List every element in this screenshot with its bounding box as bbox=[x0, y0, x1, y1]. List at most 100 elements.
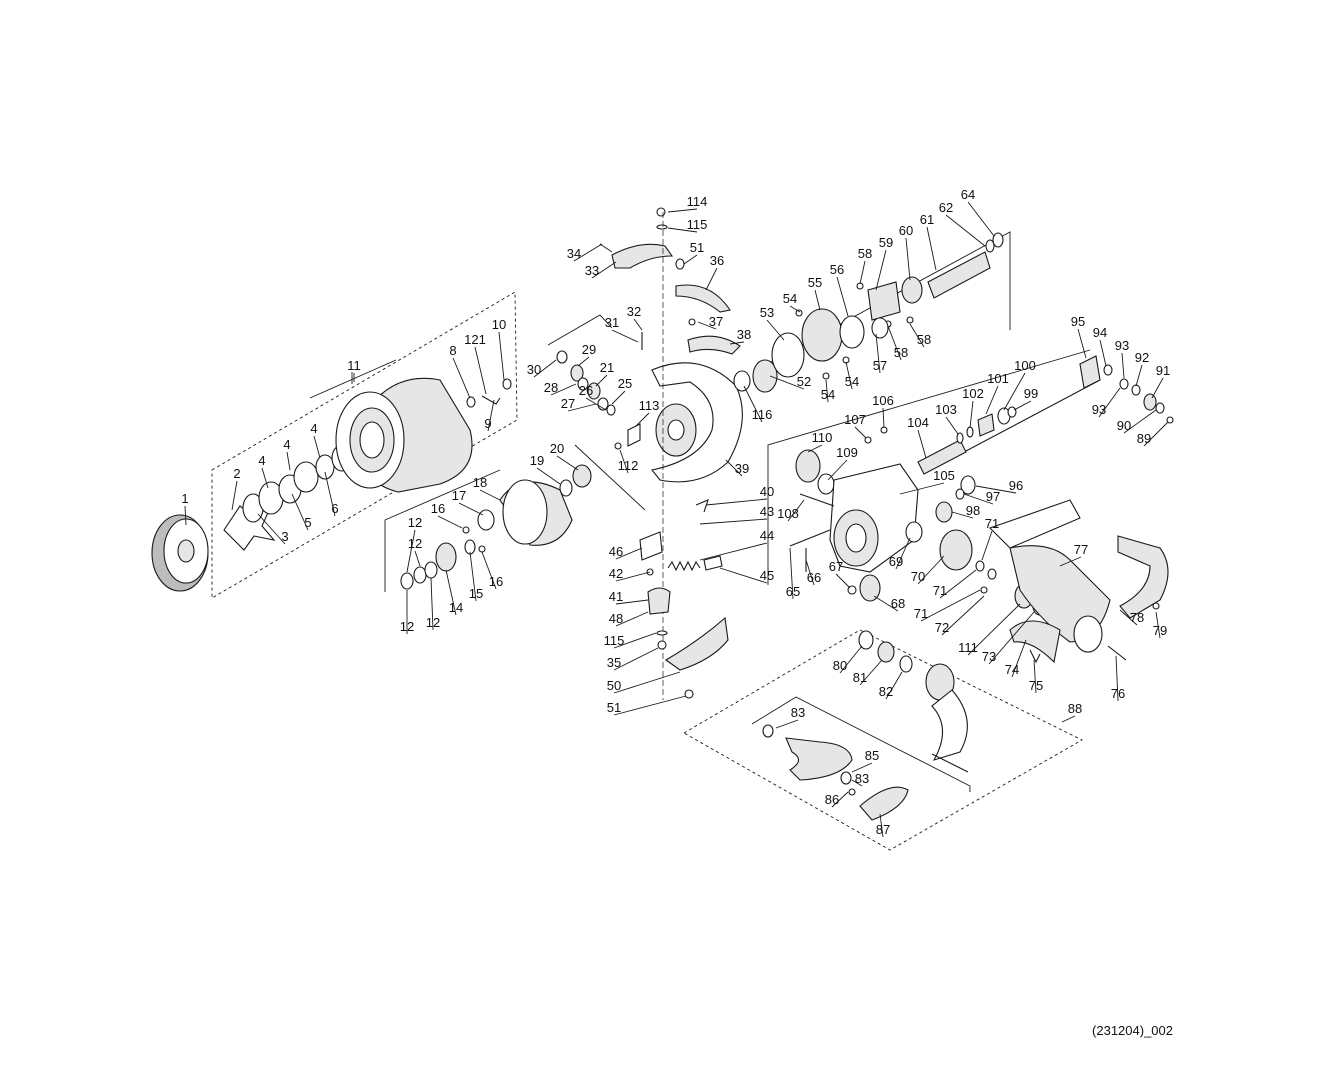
part-label-94: 94 bbox=[1093, 325, 1107, 340]
leader-line-74 bbox=[1011, 639, 1027, 678]
part-15-collar bbox=[464, 539, 476, 555]
part-103-washer bbox=[956, 432, 964, 444]
part-label-100: 100 bbox=[1014, 358, 1036, 373]
part-104-worm-shaft bbox=[917, 439, 967, 475]
leader-line-6 bbox=[324, 471, 336, 517]
part-91-bearing bbox=[1143, 393, 1157, 411]
part-label-36: 36 bbox=[710, 253, 724, 268]
part-label-80: 80 bbox=[833, 658, 847, 673]
leader-line-37 bbox=[697, 321, 717, 330]
part-16-screw-b bbox=[478, 545, 486, 553]
diagram-code: (231204)_002 bbox=[1092, 1023, 1173, 1038]
part-label-50: 50 bbox=[607, 678, 621, 693]
part-113-plate bbox=[627, 423, 641, 447]
part-label-91: 91 bbox=[1156, 363, 1170, 378]
part-label-6: 6 bbox=[331, 501, 338, 516]
leader-line-111 bbox=[967, 603, 1021, 656]
part-87-knob-cap bbox=[859, 786, 909, 821]
leader-line-12 bbox=[406, 529, 416, 573]
leader-line-12 bbox=[414, 550, 421, 567]
part-83-washer-b bbox=[840, 771, 852, 785]
leader-line-78 bbox=[1119, 609, 1138, 626]
part-30-collar bbox=[556, 350, 568, 364]
part-90-washer bbox=[1155, 402, 1165, 414]
part-label-2: 2 bbox=[233, 466, 240, 481]
part-74-rotor-brake bbox=[1009, 620, 1061, 664]
leader-line-89 bbox=[1143, 421, 1169, 447]
leader-line-54 bbox=[789, 305, 801, 313]
part-52-bearing bbox=[752, 359, 778, 393]
part-48-line-roller-base bbox=[647, 587, 671, 615]
leader-line-99 bbox=[1013, 400, 1032, 411]
part-label-48: 48 bbox=[609, 611, 623, 626]
part-label-75: 75 bbox=[1029, 678, 1043, 693]
part-label-82: 82 bbox=[879, 684, 893, 699]
part-62-washer bbox=[985, 239, 995, 253]
part-20-bearing bbox=[572, 464, 592, 488]
part-label-18: 18 bbox=[473, 475, 487, 490]
part-label-98: 98 bbox=[966, 503, 980, 518]
leader-line-18 bbox=[479, 489, 501, 501]
leader-line-96 bbox=[975, 485, 1017, 494]
leader-line-115 bbox=[613, 632, 657, 649]
part-label-4: 4 bbox=[283, 437, 290, 452]
part-94-washer bbox=[1103, 364, 1113, 376]
part-46-trip-lever bbox=[639, 531, 663, 561]
leader-line-17 bbox=[458, 502, 484, 516]
part-61-pinion-gear bbox=[927, 251, 991, 299]
part-68-gear bbox=[859, 574, 881, 602]
part-56-o-ring bbox=[839, 315, 865, 349]
part-label-58: 58 bbox=[858, 246, 872, 261]
part-label-35: 35 bbox=[607, 655, 621, 670]
leader-line-4 bbox=[261, 467, 269, 489]
part-label-21: 21 bbox=[600, 360, 614, 375]
part-37-screw bbox=[688, 318, 696, 326]
part-label-51: 51 bbox=[607, 700, 621, 715]
leader-line-51 bbox=[683, 254, 698, 265]
leader-line-26 bbox=[585, 397, 607, 411]
leader-line-54 bbox=[845, 361, 853, 390]
part-label-52: 52 bbox=[797, 374, 811, 389]
leader-line-75 bbox=[1033, 659, 1037, 694]
part-label-93: 93 bbox=[1115, 338, 1129, 353]
leader-line-73 bbox=[988, 611, 1035, 665]
part-label-10: 10 bbox=[492, 317, 506, 332]
leader-line-54 bbox=[825, 379, 829, 403]
leader-line-34 bbox=[573, 243, 603, 262]
leader-line-5 bbox=[291, 493, 309, 531]
bail-group-box bbox=[547, 314, 613, 346]
leader-line-81 bbox=[859, 659, 883, 686]
part-81-bushing bbox=[877, 641, 895, 663]
part-label-61: 61 bbox=[920, 212, 934, 227]
part-label-29: 29 bbox=[582, 342, 596, 357]
part-85-knob bbox=[785, 737, 853, 781]
part-label-12: 12 bbox=[408, 536, 422, 551]
part-76-screw bbox=[1107, 645, 1127, 661]
handle-group-box bbox=[683, 629, 1083, 851]
part-label-1: 1 bbox=[181, 491, 188, 506]
leader-line-95 bbox=[1077, 328, 1087, 359]
leader-line-112 bbox=[619, 449, 629, 474]
part-label-81: 81 bbox=[853, 670, 867, 685]
part-label-12: 12 bbox=[408, 515, 422, 530]
leader-line-83 bbox=[851, 779, 863, 787]
part-label-51: 51 bbox=[690, 240, 704, 255]
part-label-55: 55 bbox=[808, 275, 822, 290]
part-64-nut bbox=[992, 232, 1004, 248]
part-label-90: 90 bbox=[1117, 418, 1131, 433]
part-label-4: 4 bbox=[258, 453, 265, 468]
part-57-bearing bbox=[871, 317, 889, 339]
part-79-screw bbox=[1152, 602, 1160, 610]
part-label-113: 113 bbox=[639, 398, 660, 413]
part-97-washer bbox=[955, 488, 965, 500]
part-label-26: 26 bbox=[579, 383, 593, 398]
part-label-115: 115 bbox=[604, 633, 625, 648]
part-51-screw-b bbox=[684, 689, 694, 699]
part-label-33: 33 bbox=[585, 263, 599, 278]
leader-line-71 bbox=[939, 569, 977, 599]
part-label-86: 86 bbox=[825, 792, 839, 807]
part-label-16: 16 bbox=[431, 501, 445, 516]
part-label-73: 73 bbox=[982, 649, 996, 664]
part-label-41: 41 bbox=[609, 589, 623, 604]
